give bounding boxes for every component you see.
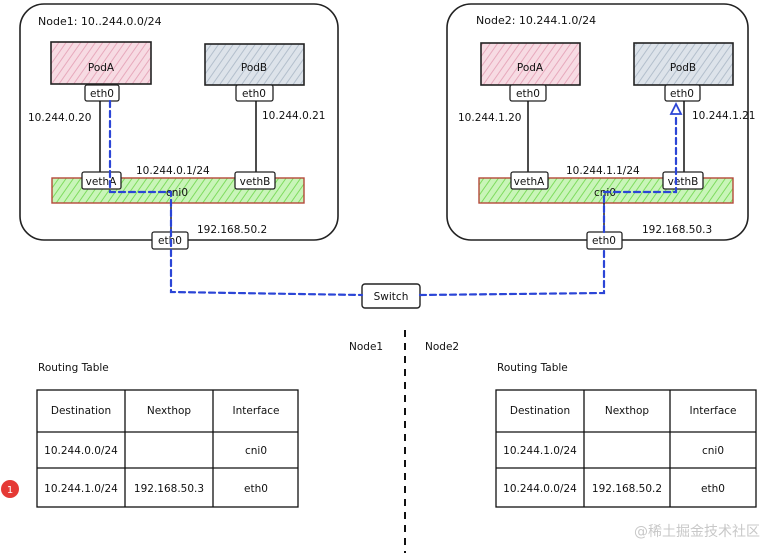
rt-right-r1-destination: 10.244.1.0/24 <box>503 445 577 457</box>
rt-right-header-interface: Interface <box>689 405 736 417</box>
routing-table-right-title: Routing Table <box>497 362 568 374</box>
node1-pod-a <box>50 41 152 85</box>
node1-pod-a-eth0 <box>84 84 120 102</box>
node2-veth-a <box>510 171 549 190</box>
node1-veth-b <box>234 171 276 190</box>
routing-table-right-frame <box>495 389 757 508</box>
node1-veth-a-label: vethA <box>86 176 117 188</box>
rt-right-header-nexthop: Nexthop <box>605 405 650 417</box>
node2-pod-a-eth0-label: eth0 <box>516 88 540 100</box>
node2-pod-a-ip: 10.244.1.20 <box>458 112 521 124</box>
node2-pod-b-label: PodB <box>670 62 696 74</box>
node1-pod-b-label: PodB <box>241 62 267 74</box>
node2-host-eth0-label: eth0 <box>592 235 616 247</box>
route-marker-number: 1 <box>7 485 13 496</box>
node1-pod-b-eth0 <box>235 84 274 102</box>
rt-right-r2-nexthop: 192.168.50.2 <box>592 483 662 495</box>
node2-bridge-ip: 10.244.1.1/24 <box>566 165 640 177</box>
rt-left-r2-destination: 10.244.1.0/24 <box>44 483 118 495</box>
node1-pod-b-eth0-label: eth0 <box>242 88 266 100</box>
node1-title: Node1: 10..244.0.0/24 <box>38 15 162 28</box>
node2-pod-a-label: PodA <box>517 62 544 74</box>
node1-host-ip: 192.168.50.2 <box>197 224 267 236</box>
rt-left-header-destination: Destination <box>51 405 111 417</box>
node2-pod-b <box>633 42 734 86</box>
node1-pod-b-ip: 10.244.0.21 <box>262 110 325 122</box>
routing-table-left-title: Routing Table <box>38 362 109 374</box>
switch: Switch <box>361 283 421 309</box>
rt-right-header-destination: Destination <box>510 405 570 417</box>
route-marker-badge <box>1 480 19 498</box>
rt-left-r1-destination: 10.244.0.0/24 <box>44 445 118 457</box>
watermark: @稀土掘金技术社区 <box>634 524 760 540</box>
rt-left-r2-interface: eth0 <box>244 483 268 495</box>
node2-veth-b <box>662 171 704 190</box>
node1-bridge-ip: 10.244.0.1/24 <box>136 165 210 177</box>
divider-left-label: Node1 <box>349 341 383 353</box>
packet-path <box>108 99 678 297</box>
node1-veth-b-label: vethB <box>240 176 271 188</box>
path-arrowhead-icon <box>669 101 683 115</box>
path-node1 <box>108 99 364 297</box>
node1-veth-a <box>81 171 122 190</box>
routing-table-left: Routing Table Destination Nexthop Interf… <box>1 362 299 508</box>
node2-pod-b-ip: 10.244.1.21 <box>692 110 755 122</box>
node2-pod-b-eth0 <box>664 84 701 102</box>
rt-right-r2-interface: eth0 <box>701 483 725 495</box>
node1: Node1: 10..244.0.0/24 PodA eth0 10.244.0… <box>19 3 339 250</box>
rt-left-r2-nexthop: 192.168.50.3 <box>134 483 204 495</box>
rt-right-r2-destination: 10.244.0.0/24 <box>503 483 577 495</box>
node2-title: Node2: 10.244.1.0/24 <box>476 14 596 27</box>
divider-right-label: Node2 <box>425 341 459 353</box>
node2-pod-b-eth0-label: eth0 <box>670 88 694 100</box>
routing-table-left-frame <box>36 389 299 508</box>
node2-veth-b-label: vethB <box>668 176 699 188</box>
switch-label: Switch <box>374 291 409 303</box>
routing-table-right: Routing Table Destination Nexthop Interf… <box>495 362 757 508</box>
node2-host-ip: 192.168.50.3 <box>642 224 712 236</box>
path-node2 <box>418 112 678 297</box>
node1-pod-a-eth0-label: eth0 <box>90 88 114 100</box>
rt-left-r1-interface: cni0 <box>245 445 267 457</box>
node1-pod-a-ip: 10.244.0.20 <box>28 112 91 124</box>
node1-pod-a-label: PodA <box>88 62 115 74</box>
node2: Node2: 10.244.1.0/24 PodA eth0 10.244.1.… <box>446 3 755 250</box>
node2-pod-a <box>480 42 581 86</box>
node2-veth-a-label: vethA <box>514 176 545 188</box>
rt-left-header-interface: Interface <box>232 405 279 417</box>
rt-right-r1-interface: cni0 <box>702 445 724 457</box>
rt-left-header-nexthop: Nexthop <box>147 405 192 417</box>
